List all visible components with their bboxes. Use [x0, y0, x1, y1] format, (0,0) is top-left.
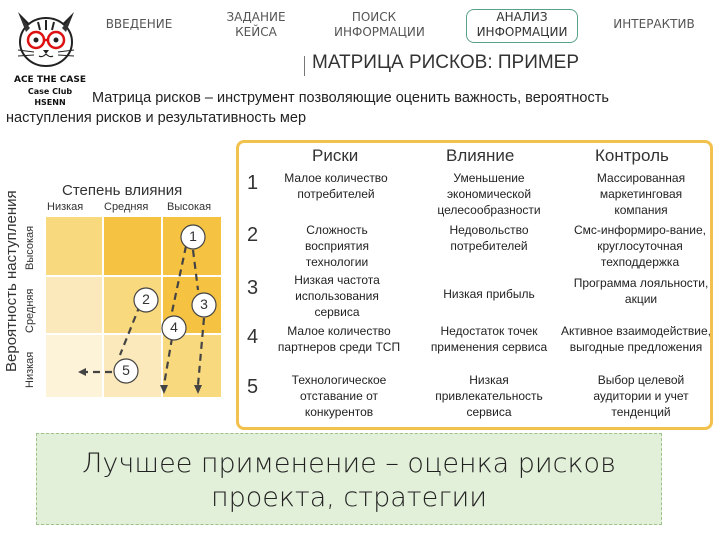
row-4-risk: Малое количество партнеров среди ТСП: [277, 324, 401, 354]
row-3-impact: Низкая прибыль: [443, 287, 535, 301]
title-divider: [304, 56, 305, 76]
logo-line-2: Case Club: [27, 87, 73, 96]
risk-table-frame: [236, 140, 713, 430]
nav-item-case-task[interactable]: ЗАДАНИЕ КЕЙСА: [226, 10, 286, 39]
row-2-impact: Недовольство потребителей: [449, 223, 529, 253]
row-4-control: Активное взаимодействие, выгодные предло…: [560, 324, 711, 354]
arrow-2-to-5: [118, 304, 142, 356]
row-3-risk: Низкая частота использования сервиса: [294, 273, 380, 319]
row-5-number: 5: [247, 376, 259, 398]
row-5-impact: Низкая привлекательность сервиса: [435, 373, 543, 419]
table-header-risks: Риски: [312, 146, 359, 165]
row-2-risk: Сложность восприятия технологии: [305, 223, 369, 269]
row-4-impact: Недостаток точек применения сервиса: [430, 324, 548, 354]
row-2-number: 2: [247, 224, 259, 246]
matrix-grid: [44, 215, 223, 399]
logo-line-3: HSENN: [34, 98, 66, 107]
row-1-impact: Уменьшение экономической целесообразност…: [437, 171, 541, 217]
conclusion-text: Лучшее применение – оценка рисков проект…: [82, 448, 616, 513]
x-axis-title: Степень влияния: [62, 182, 183, 199]
page-title: МАТРИЦА РИСКОВ: ПРИМЕР: [312, 52, 580, 73]
row-5-risk: Технологическое отставание от конкуренто…: [291, 373, 387, 419]
table-header-impact: Влияние: [446, 146, 515, 165]
row-5-control: Выбор целевой аудитории и учет тенденций: [593, 373, 689, 419]
logo-line-1: ACE THE CASE: [13, 75, 86, 85]
row-3-number: 3: [247, 277, 259, 299]
marker-4: 4: [170, 319, 178, 335]
arrow-1-to-3: [191, 249, 200, 291]
nav-active-frame: [466, 9, 578, 43]
intro-sentence: Матрица рисков – инструмент позволяющие …: [6, 90, 609, 126]
nav-item-info-search[interactable]: ПОИСК ИНФОРМАЦИИ: [334, 10, 425, 39]
case-club-logo: ACE THE CASE Case Club HSENN: [4, 2, 88, 120]
table-header-control: Контроль: [595, 146, 669, 165]
marker-5: 5: [122, 362, 130, 378]
nav-item-intro[interactable]: ВВЕДЕНИЕ: [105, 17, 173, 31]
arrow-4-down: [162, 337, 174, 386]
intro-text: Матрица рисков – инструмент позволяющие …: [6, 88, 646, 128]
nav-item-info-analysis[interactable]: АНАЛИЗ ИНФОРМАЦИИ: [476, 10, 568, 39]
row-1-risk: Малое количество потребителей: [284, 171, 388, 201]
marker-2: 2: [142, 291, 150, 307]
marker-1: 1: [189, 228, 197, 244]
row-3-control: Программа лояльности, акции: [573, 276, 709, 306]
cat-logo-icon: [17, 12, 75, 67]
row-2-control: Смс-информиро-вание, круглосуточная техп…: [573, 223, 706, 269]
conclusion-box: [36, 433, 662, 525]
x-level-high: Высокая: [167, 201, 212, 213]
x-level-mid: Средняя: [104, 201, 149, 213]
marker-3: 3: [200, 296, 208, 312]
x-level-low: Низкая: [47, 201, 84, 213]
row-1-control: Массированная маркетинговая компания: [596, 171, 686, 217]
row-4-number: 4: [247, 326, 259, 348]
row-1-number: 1: [247, 172, 259, 194]
nav-item-interactive[interactable]: ИНТЕРАКТИВ: [613, 17, 695, 31]
